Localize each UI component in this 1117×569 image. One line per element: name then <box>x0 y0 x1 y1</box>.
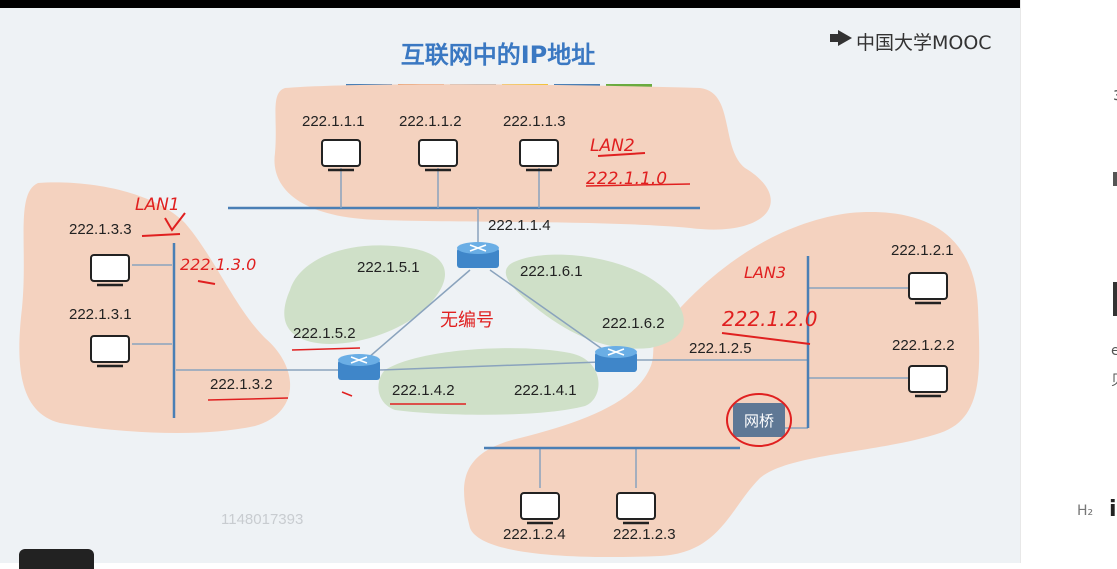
router-2 <box>457 242 499 268</box>
computer-icon <box>418 139 458 172</box>
wan-link-6 <box>505 254 684 349</box>
computer-icon <box>616 492 656 525</box>
computer-icon <box>908 365 948 398</box>
network-diagram: 互联网中的IP地址 中国大学MOOC <box>19 30 992 558</box>
computer-icon <box>321 139 361 172</box>
computer-icon <box>908 272 948 305</box>
svg-text:LAN2: LAN2 <box>590 136 635 156</box>
wan-link-5 <box>284 245 445 344</box>
interface-label: 222.1.2.5 <box>689 340 752 357</box>
host-label: 222.1.3.3 <box>69 221 132 238</box>
svg-text:网桥: 网桥 <box>744 412 774 430</box>
top-black-bar <box>0 0 1020 8</box>
interface-label: 222.1.4.1 <box>514 382 577 399</box>
router-1 <box>338 354 380 380</box>
slide-title: 互联网中的IP地址 <box>401 41 596 69</box>
svg-text:222.1.1.0: 222.1.1.0 <box>586 169 667 189</box>
italic-icon[interactable]: i <box>1109 497 1117 522</box>
svg-text:LAN1: LAN1 <box>135 195 180 215</box>
computer-icon <box>519 139 559 172</box>
mooc-logo: 中国大学MOOC <box>830 30 992 54</box>
host-label: 222.1.1.2 <box>399 113 462 130</box>
panel-glyph-top: з <box>1113 84 1117 105</box>
panel-text-b: 贝 <box>1111 370 1117 390</box>
heading2-icon[interactable]: H₂ <box>1077 503 1094 519</box>
svg-text:222.1.3.0: 222.1.3.0 <box>180 255 256 274</box>
host-label: 222.1.2.4 <box>503 526 566 543</box>
computer-icon <box>90 254 130 287</box>
host-label: 222.1.1.3 <box>503 113 566 130</box>
svg-text:222.1.2.0: 222.1.2.0 <box>722 307 817 331</box>
panel-thumbnail <box>1113 282 1117 316</box>
svg-text:中国大学MOOC: 中国大学MOOC <box>856 32 992 54</box>
computer-icon <box>90 335 130 368</box>
lecture-slide: 互联网中的IP地址 中国大学MOOC <box>0 8 1020 563</box>
interface-label: 222.1.5.1 <box>357 259 420 276</box>
computer-icon <box>520 492 560 525</box>
host-label: 222.1.1.1 <box>302 113 365 130</box>
player-control-tab[interactable] <box>19 549 94 569</box>
host-label: 222.1.3.1 <box>69 306 132 323</box>
watermark: 1148017393 <box>221 511 303 528</box>
host-label: 222.1.2.1 <box>891 242 954 259</box>
links <box>132 168 908 488</box>
host-label: 222.1.2.2 <box>892 337 955 354</box>
interface-label: 222.1.5.2 <box>293 325 356 342</box>
bridge-device: 网桥 <box>726 393 792 447</box>
lan1-region <box>19 182 291 434</box>
router-3 <box>595 346 637 372</box>
computers <box>90 139 948 525</box>
svg-text:LAN3: LAN3 <box>744 263 786 282</box>
host-label: 222.1.2.3 <box>613 526 676 543</box>
lan3-region <box>464 212 980 558</box>
interface-label: 222.1.1.4 <box>488 217 551 234</box>
interface-label: 222.1.6.1 <box>520 263 583 280</box>
right-side-panel: з e 贝 H₂ i <box>1020 0 1117 563</box>
svg-text:无编号: 无编号 <box>440 310 494 331</box>
interface-label: 222.1.4.2 <box>392 382 455 399</box>
interface-label: 222.1.6.2 <box>602 315 665 332</box>
handwritten-notes: LAN2 222.1.1.0 LAN1 222.1.3.0 LAN3 222.1… <box>135 136 817 405</box>
panel-marker <box>1113 172 1117 186</box>
panel-text-e: e <box>1111 343 1117 359</box>
interface-label: 222.1.3.2 <box>210 376 273 393</box>
